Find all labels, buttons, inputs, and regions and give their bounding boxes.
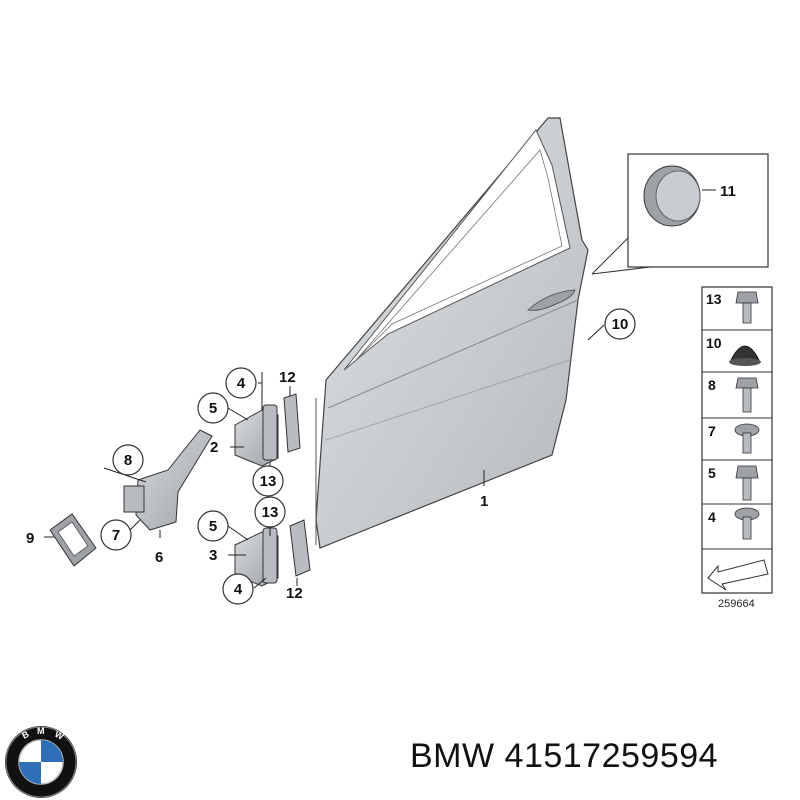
callout-9: 9: [26, 530, 34, 547]
callout-6: 6: [155, 549, 163, 566]
svg-text:4: 4: [708, 509, 716, 525]
svg-text:9: 9: [26, 530, 34, 547]
svg-text:B: B: [20, 729, 31, 741]
svg-text:13: 13: [262, 504, 279, 521]
bolt-8-icon: [735, 377, 759, 413]
svg-text:10: 10: [706, 335, 722, 351]
part-caption: BMW 41517259594: [410, 737, 718, 776]
callout-10: 10: [604, 308, 636, 340]
svg-text:259664: 259664: [718, 598, 755, 610]
svg-text:1: 1: [480, 493, 488, 510]
svg-text:8: 8: [124, 452, 132, 469]
callout-5-upper: 5: [197, 392, 229, 424]
callout-1: 1: [480, 493, 488, 510]
bolt-13-icon: [735, 291, 759, 324]
callout-13-lower: 13: [254, 496, 286, 528]
svg-text:12: 12: [279, 369, 296, 386]
svg-text:13: 13: [260, 473, 277, 490]
door-panel: [315, 117, 589, 549]
svg-text:3: 3: [209, 547, 217, 564]
svg-text:11: 11: [720, 183, 736, 200]
detail-inset-11: [591, 153, 769, 275]
svg-text:5: 5: [708, 465, 716, 481]
svg-text:M: M: [37, 726, 45, 736]
callout-7: 7: [100, 519, 132, 551]
svg-text:7: 7: [708, 423, 716, 439]
callout-12-upper: 12: [279, 369, 296, 386]
bolt-5-icon: [735, 465, 759, 501]
arrow-icon: [707, 559, 769, 591]
callout-8: 8: [112, 444, 144, 476]
callout-2: 2: [210, 439, 218, 456]
callout-11: 11: [720, 183, 736, 200]
callout-5-lower: 5: [197, 510, 229, 542]
check-strap: [123, 429, 213, 531]
callout-3: 3: [209, 547, 217, 564]
svg-text:5: 5: [209, 400, 217, 417]
upper-hinge: [234, 393, 301, 467]
bmw-logo-icon: B M W: [5, 726, 77, 798]
svg-text:5: 5: [209, 518, 217, 535]
svg-text:13: 13: [706, 291, 722, 307]
svg-text:7: 7: [112, 527, 120, 544]
cap-10-icon: [729, 345, 761, 366]
bolt-4-icon: [734, 507, 760, 540]
svg-text:8: 8: [708, 377, 716, 393]
svg-text:12: 12: [286, 585, 303, 602]
svg-text:4: 4: [237, 375, 246, 392]
svg-text:2: 2: [210, 439, 218, 456]
callout-13-upper: 13: [252, 465, 284, 497]
callout-4-upper: 4: [225, 367, 257, 399]
fastener-legend: 13 10 8 7 5 4: [701, 286, 773, 610]
svg-text:4: 4: [234, 581, 243, 598]
grommet-9: [49, 513, 97, 567]
brand-name: BMW: [410, 737, 495, 775]
callout-4-lower: 4: [222, 573, 254, 605]
callout-12-lower: 12: [286, 585, 303, 602]
svg-text:10: 10: [612, 316, 629, 333]
lower-hinge: [234, 519, 311, 587]
svg-text:6: 6: [155, 549, 163, 566]
part-number: 41517259594: [504, 737, 719, 775]
bolt-7-icon: [734, 423, 760, 454]
